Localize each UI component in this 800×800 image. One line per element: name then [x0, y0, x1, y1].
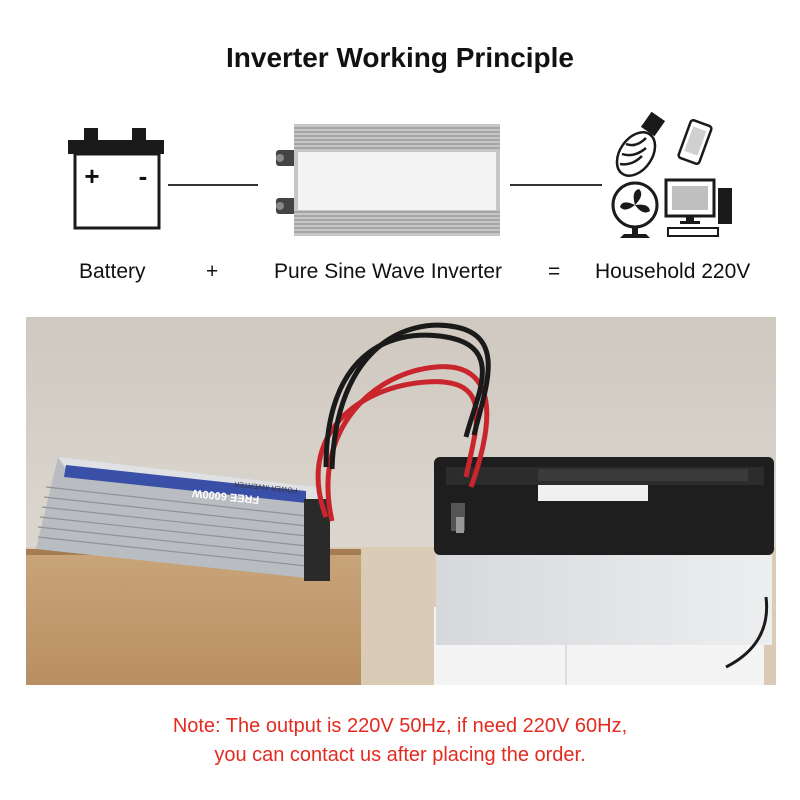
battery-plus-sign: + — [84, 161, 99, 191]
photo-scene: FREE 6000W POWER INVERTER — [26, 317, 776, 685]
light-bulb-icon — [615, 111, 666, 177]
battery-icon: + - — [68, 128, 164, 230]
working-principle-diagram: + - — [68, 111, 732, 238]
note-line-2: you can contact us after placing the ord… — [214, 744, 586, 766]
black-cable — [329, 322, 491, 470]
label-plus: + — [206, 260, 219, 283]
label-inverter: Pure Sine Wave Inverter — [274, 260, 502, 283]
fan-icon — [611, 181, 659, 238]
black-cable — [323, 332, 485, 468]
label-equals: = — [548, 260, 561, 283]
battery-minus-sign: - — [139, 161, 148, 191]
label-battery: Battery — [79, 260, 146, 283]
inverter-icon — [276, 124, 500, 236]
note-text: Note: The output is 220V 50Hz, if need 2… — [0, 712, 800, 770]
photo-battery — [434, 457, 774, 645]
desktop-computer-icon — [664, 178, 732, 237]
note-line-1: Note: The output is 220V 50Hz, if need 2… — [172, 715, 628, 737]
photo-inverter: FREE 6000W POWER INVERTER — [36, 457, 330, 581]
product-photo: FREE 6000W POWER INVERTER — [26, 317, 776, 685]
diagram-labels: Battery + Pure Sine Wave Inverter = Hous… — [0, 260, 800, 290]
smartphone-icon — [677, 119, 713, 165]
label-household: Household 220V — [595, 260, 751, 283]
page-title: Inverter Working Principle — [225, 42, 575, 73]
